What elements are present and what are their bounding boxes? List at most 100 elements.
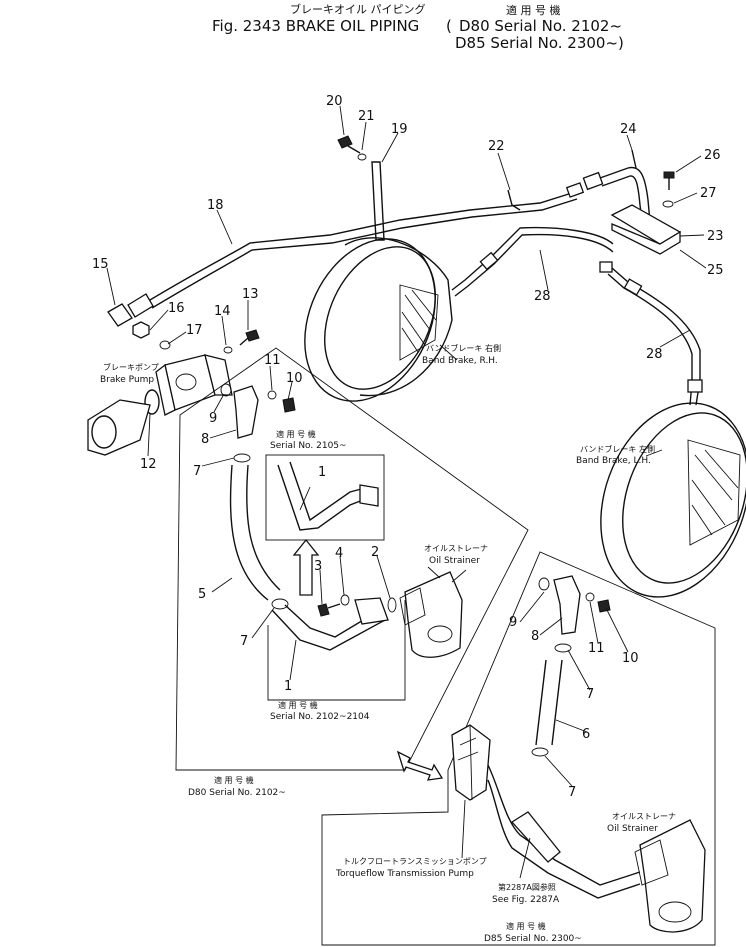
band-brake-rh-rim bbox=[344, 237, 453, 397]
hose-5 bbox=[229, 464, 269, 601]
callout-6: 6 bbox=[582, 727, 590, 742]
pipe-to-block-b bbox=[601, 175, 643, 223]
hose-6-b bbox=[551, 659, 563, 746]
d85-assembly bbox=[321, 551, 716, 946]
label-serial-2102-2104: Serial No. 2102~2104 bbox=[270, 712, 370, 722]
hose-5-b bbox=[246, 464, 281, 591]
band-brake-lh-lining bbox=[687, 439, 741, 546]
bolt-10-left bbox=[282, 397, 296, 413]
brake-pump-port bbox=[175, 373, 197, 391]
bolt-26 bbox=[663, 171, 675, 179]
label-serial-2105: Serial No. 2105~ bbox=[270, 441, 347, 451]
pipe-to-block bbox=[599, 166, 651, 223]
inset-frame-2105 bbox=[265, 454, 385, 541]
brake-pump-flange bbox=[204, 354, 233, 396]
brake-pump-face bbox=[155, 363, 176, 416]
leader-see-fig bbox=[519, 837, 531, 879]
callout-1-upper: 1 bbox=[318, 465, 326, 480]
hose-28-rh-b bbox=[454, 233, 614, 297]
oring-17 bbox=[159, 340, 171, 350]
bolt-24 bbox=[631, 149, 637, 169]
brake-pump-assembly bbox=[87, 293, 529, 771]
label-brake-pump-en: Brake Pump bbox=[100, 375, 154, 385]
label-d85-serial: D85 Serial No. 2300~ bbox=[484, 934, 582, 944]
brake-pipe-18-b bbox=[151, 198, 578, 309]
callout-27: 27 bbox=[700, 186, 717, 201]
oil-strainer-d85-flange bbox=[634, 839, 669, 886]
callout-28-lower: 28 bbox=[646, 347, 663, 362]
bolt-3-shank bbox=[327, 603, 341, 609]
oring-9-left bbox=[220, 383, 232, 397]
hose-6 bbox=[535, 659, 547, 746]
washer-11-right bbox=[585, 592, 595, 602]
title-open-paren: ( bbox=[446, 17, 452, 35]
nut-16 bbox=[132, 321, 150, 339]
band-brake-rh-hatch bbox=[401, 289, 437, 353]
leader-transmission-pump bbox=[461, 799, 466, 859]
label-oil-strainer-d80-en: Oil Strainer bbox=[429, 556, 480, 566]
suction-hose-section bbox=[510, 811, 561, 863]
washer-4 bbox=[340, 594, 350, 606]
clamp-bracket-19 bbox=[371, 161, 385, 241]
callout-8-left: 8 bbox=[201, 432, 209, 447]
callout-28-upper: 28 bbox=[534, 289, 551, 304]
label-see-fig-jp: 第2287A図参照 bbox=[498, 882, 556, 892]
label-applicable-2105: 適 用 号 機 bbox=[276, 429, 316, 439]
label-oil-strainer-d85-jp: オイルストレーナ bbox=[612, 812, 676, 821]
label-oil-strainer-d80-jp: オイルストレーナ bbox=[424, 544, 488, 553]
clamp-7-bottom bbox=[271, 598, 289, 610]
callout-18: 18 bbox=[207, 198, 224, 213]
suction-pipe-b bbox=[487, 779, 641, 899]
pipe-1-2102 bbox=[271, 609, 386, 651]
bolt-3 bbox=[317, 603, 330, 617]
washer-14 bbox=[223, 346, 233, 354]
hose-28-rh bbox=[451, 226, 614, 291]
d80-frame bbox=[175, 347, 529, 771]
callout-1-lower: 1 bbox=[284, 679, 292, 694]
pipe-1-flange-2105 bbox=[359, 484, 379, 507]
hose-fitting-rh2 bbox=[599, 261, 613, 273]
callout-8-right: 8 bbox=[531, 629, 539, 644]
label-applicable-2102: 適 用 号 機 bbox=[278, 700, 318, 710]
label-see-fig-en: See Fig. 2287A bbox=[492, 895, 560, 905]
callout-leaders bbox=[106, 105, 707, 787]
elbow-8-right bbox=[553, 575, 581, 635]
band-brake-rh-inner bbox=[323, 246, 437, 390]
bolt-10-right bbox=[597, 599, 611, 613]
union-15 bbox=[127, 293, 154, 318]
band-brake-lh-hatch bbox=[691, 449, 739, 536]
brake-pipe-18 bbox=[149, 191, 576, 301]
inset-frame-2102 bbox=[267, 600, 406, 701]
callout-7-b: 7 bbox=[240, 634, 248, 649]
callout-4: 4 bbox=[335, 546, 343, 561]
hose-fitting-lh bbox=[623, 278, 643, 296]
double-arrow bbox=[396, 750, 444, 781]
elbow-8-left bbox=[233, 385, 259, 439]
clamp-7-top bbox=[233, 453, 251, 463]
pump-adaptor bbox=[87, 399, 151, 456]
title-serial-d80: D80 Serial No. 2102~ bbox=[459, 17, 622, 35]
clamp-7-lower bbox=[531, 747, 549, 757]
callout-5: 5 bbox=[198, 587, 206, 602]
callout-numbers: 20 21 19 22 24 26 27 23 25 28 28 18 15 1… bbox=[92, 94, 724, 800]
callout-20: 20 bbox=[326, 94, 343, 109]
callout-26: 26 bbox=[704, 148, 721, 163]
pipe-1-2105 bbox=[277, 464, 369, 531]
label-oil-strainer-d85-en: Oil Strainer bbox=[607, 824, 658, 834]
oil-strainer-d85 bbox=[639, 819, 706, 933]
hose-28-lh-b bbox=[607, 273, 693, 406]
callout-10-right: 10 bbox=[622, 651, 639, 666]
oil-strainer-d80-flange bbox=[399, 587, 426, 626]
title-applicable-jp: 適 用 号 機 bbox=[506, 3, 561, 17]
label-applicable-d80: 適 用 号 機 bbox=[214, 775, 254, 785]
header: ブレーキオイル パイピング Fig. 2343 BRAKE OIL PIPING… bbox=[212, 2, 624, 52]
text-labels: バンドブレーキ 右側 Band Brake, R.H. バンドブレーキ 左側 B… bbox=[100, 343, 676, 944]
oil-strainer-d85-bore bbox=[658, 901, 692, 923]
callout-7-c: 7 bbox=[586, 687, 594, 702]
callout-13: 13 bbox=[242, 287, 259, 302]
transmission-pump-detail bbox=[457, 724, 479, 801]
callout-2: 2 bbox=[371, 545, 379, 560]
band-brake-lh-inner bbox=[622, 412, 746, 584]
elbow-15 bbox=[107, 303, 133, 327]
